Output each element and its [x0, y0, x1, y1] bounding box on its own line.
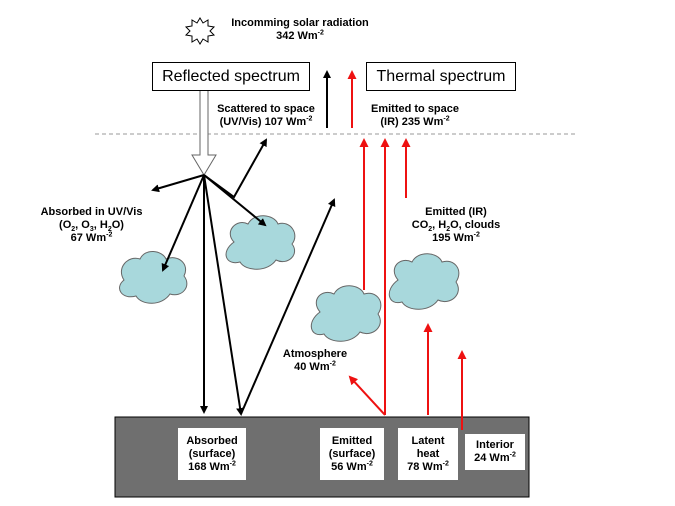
scatter-arrow — [161, 174, 205, 272]
absorbed-surface-arrow — [203, 174, 245, 416]
absorbed-uv-label: Absorbed in UV/Vis (O2, O3, H2O) 67 Wm-2 — [40, 206, 143, 244]
thermal-spectrum-box: Thermal spectrum — [366, 62, 516, 91]
interior-box: Interior 24 Wm-2 — [465, 434, 525, 470]
emitted-to-space-label: Emitted to space (IR) 235 Wm-2 — [370, 103, 460, 128]
atmosphere-arrow — [348, 375, 386, 416]
emitted-surface-box: Emitted (surface) 56 Wm-2 — [320, 428, 384, 480]
cloud — [225, 215, 296, 270]
scatter-arrow — [203, 174, 267, 227]
incoming-radiation-label: Incomming solar radiation 342 Wm-2 — [231, 17, 369, 42]
cloud — [119, 251, 188, 304]
cloud — [388, 253, 460, 310]
scattered-to-space-label: Scattered to space (UV/Vis) 107 Wm-2 — [217, 103, 315, 128]
absorbed-surface-box: Absorbed (surface) 168 Wm-2 — [178, 428, 246, 480]
cloud — [310, 285, 382, 342]
reflected-up-arrow — [240, 198, 336, 415]
scatter-arrow — [151, 174, 205, 193]
scatter-arrow — [203, 138, 267, 199]
sun-icon — [184, 17, 216, 45]
atmosphere-label: Atmosphere 40 Wm-2 — [282, 348, 348, 373]
reflected-spectrum-box: Reflected spectrum — [152, 62, 310, 91]
emitted-ir-label: Emitted (IR) CO2, H2O, clouds 195 Wm-2 — [411, 206, 501, 244]
latent-heat-box: Latent heat 78 Wm-2 — [398, 428, 458, 480]
